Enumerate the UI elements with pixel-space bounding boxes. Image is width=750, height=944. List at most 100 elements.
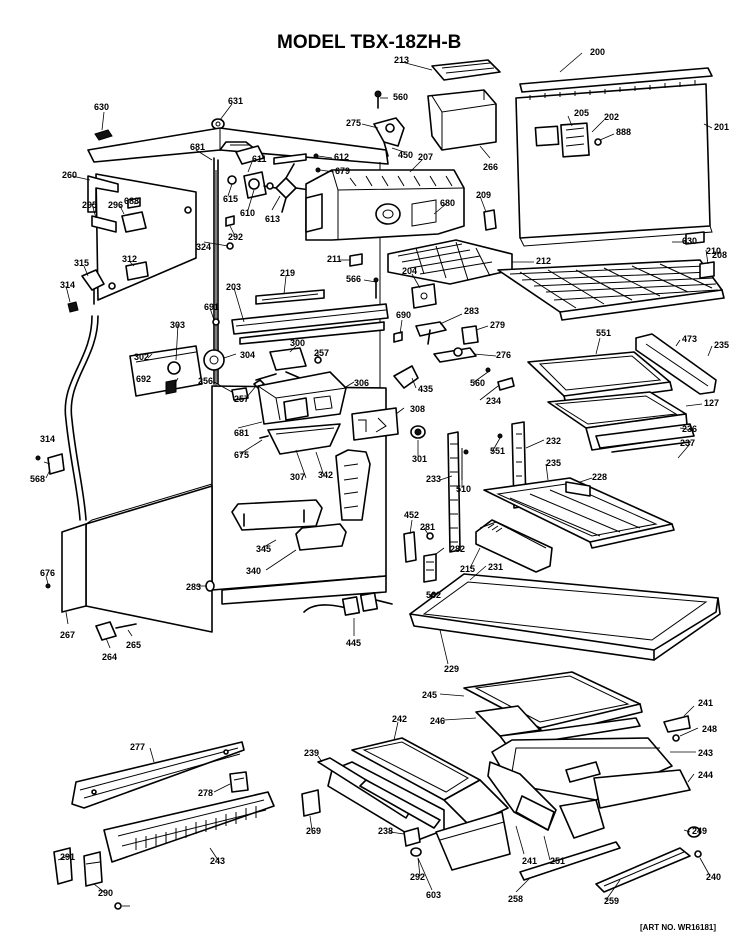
part-number-label: 231 [488,562,503,572]
part-number-label: 238 [378,826,393,836]
part-number-label: 236 [682,424,697,434]
part-number-label: 249 [692,826,707,836]
evaporator-fan-assembly [213,145,321,385]
part-number-label: 257 [314,348,329,358]
part-number-label: 241 [522,856,537,866]
part-number-label: 324 [196,242,211,252]
part-number-label: 340 [246,566,261,576]
part-number-label: 239 [304,748,319,758]
rollers-243-240 [403,795,555,857]
part-number-label: 610 [240,208,255,218]
bracket-204 [373,277,437,309]
part-number-label: 127 [704,398,719,408]
part-number-label: 242 [392,714,407,724]
part-number-label: 246 [430,716,445,726]
part-number-label: 510 [456,484,471,494]
part-number-label: 692 [136,374,151,384]
part-number-label: 296 [108,200,123,210]
part-number-label: 615 [223,194,238,204]
part-number-label: 251 [550,856,565,866]
part-number-label: 314 [60,280,75,290]
ice-maker-207 [305,169,465,241]
part-number-label: 228 [592,472,607,482]
crisper-drawer-front-244 [593,769,691,809]
part-number-label: 631 [228,96,243,106]
brackets-278-269 [229,771,321,817]
cabinet-liner [85,162,387,633]
part-number-label: 473 [682,334,697,344]
part-number-label: 307 [290,472,305,482]
part-number-label: 235 [546,458,561,468]
part-number-label: 688 [124,196,139,206]
part-number-label: 681 [190,142,205,152]
part-number-label: 675 [234,450,249,460]
parts-690-691 [212,318,403,343]
part-number-label: 283 [464,306,479,316]
plate-308 [351,407,399,441]
part-number-label: 278 [198,788,213,798]
part-number-label: 202 [604,112,619,122]
part-number-label: 200 [590,47,605,57]
part-number-label: 308 [410,404,425,414]
part-number-label: 279 [490,320,505,330]
part-number-label: 264 [102,652,117,662]
part-number-label: 213 [394,55,409,65]
slide-rail-277 [71,741,245,809]
shelf-rail-473 [635,333,717,395]
part-number-label: 269 [306,826,321,836]
part-number-label: 240 [706,872,721,882]
part-number-label: 275 [346,118,361,128]
part-number-label: 679 [335,166,350,176]
part-number-label: 560 [393,92,408,102]
damper-control-assembly [415,321,515,391]
part-number-label: 681 [234,428,249,438]
part-number-label: 292 [410,872,425,882]
freezer-wire-shelf-208 [497,259,725,321]
control-housing-302 [129,345,225,397]
part-number-label: 691 [204,302,219,312]
part-number-label: 207 [418,152,433,162]
part-number-label: 237 [680,438,695,448]
shelf-supports-281-282 [403,531,438,600]
part-number-label: 210 [706,246,721,256]
ice-maker-rack-212 [387,239,513,285]
part-number-label: 229 [444,664,459,674]
model-title: MODEL TBX-18ZH-B [277,32,461,53]
part-number-label: 283 [186,582,201,592]
part-number-label: 243 [210,856,225,866]
part-number-label: 612 [334,152,349,162]
part-435 [393,365,419,389]
part-number-label: 258 [508,894,523,904]
part-number-label: 267 [60,630,75,640]
meat-keeper-236 [547,391,695,453]
part-number-label: 248 [702,724,717,734]
cabinet-left-side [95,173,197,301]
part-number-label: 676 [40,568,55,578]
part-number-label: 888 [616,127,631,137]
part-number-label: 277 [130,742,145,752]
part-number-label: 690 [396,310,411,320]
part-number-label: 314 [40,434,55,444]
part-number-label: 257 [234,394,249,404]
part-number-label: 204 [402,266,417,276]
base-grille-238 [103,791,275,863]
part-number-label: 234 [486,396,501,406]
shelf-rails-203-219 [231,289,389,345]
light-shield-307 [259,423,341,455]
control-knob-301 [410,425,426,439]
ice-bucket-assembly [427,59,501,151]
drain-tube-313 [64,315,99,521]
part-number-label: 304 [240,350,255,360]
part-number-label: 291 [60,852,75,862]
part-number-label: 560 [470,378,485,388]
crisper-supports-241-248 [663,715,691,742]
part-number-label: 312 [122,254,137,264]
part-number-label: 345 [256,544,271,554]
part-number-label: 568 [30,474,45,484]
shelf-clip-210 [699,261,715,279]
part-number-label: 315 [74,258,89,268]
part-number-label: 282 [450,544,465,554]
part-209 [483,209,497,231]
grille-clips-290-291 [53,847,122,910]
hinge-parts-left [87,175,147,233]
